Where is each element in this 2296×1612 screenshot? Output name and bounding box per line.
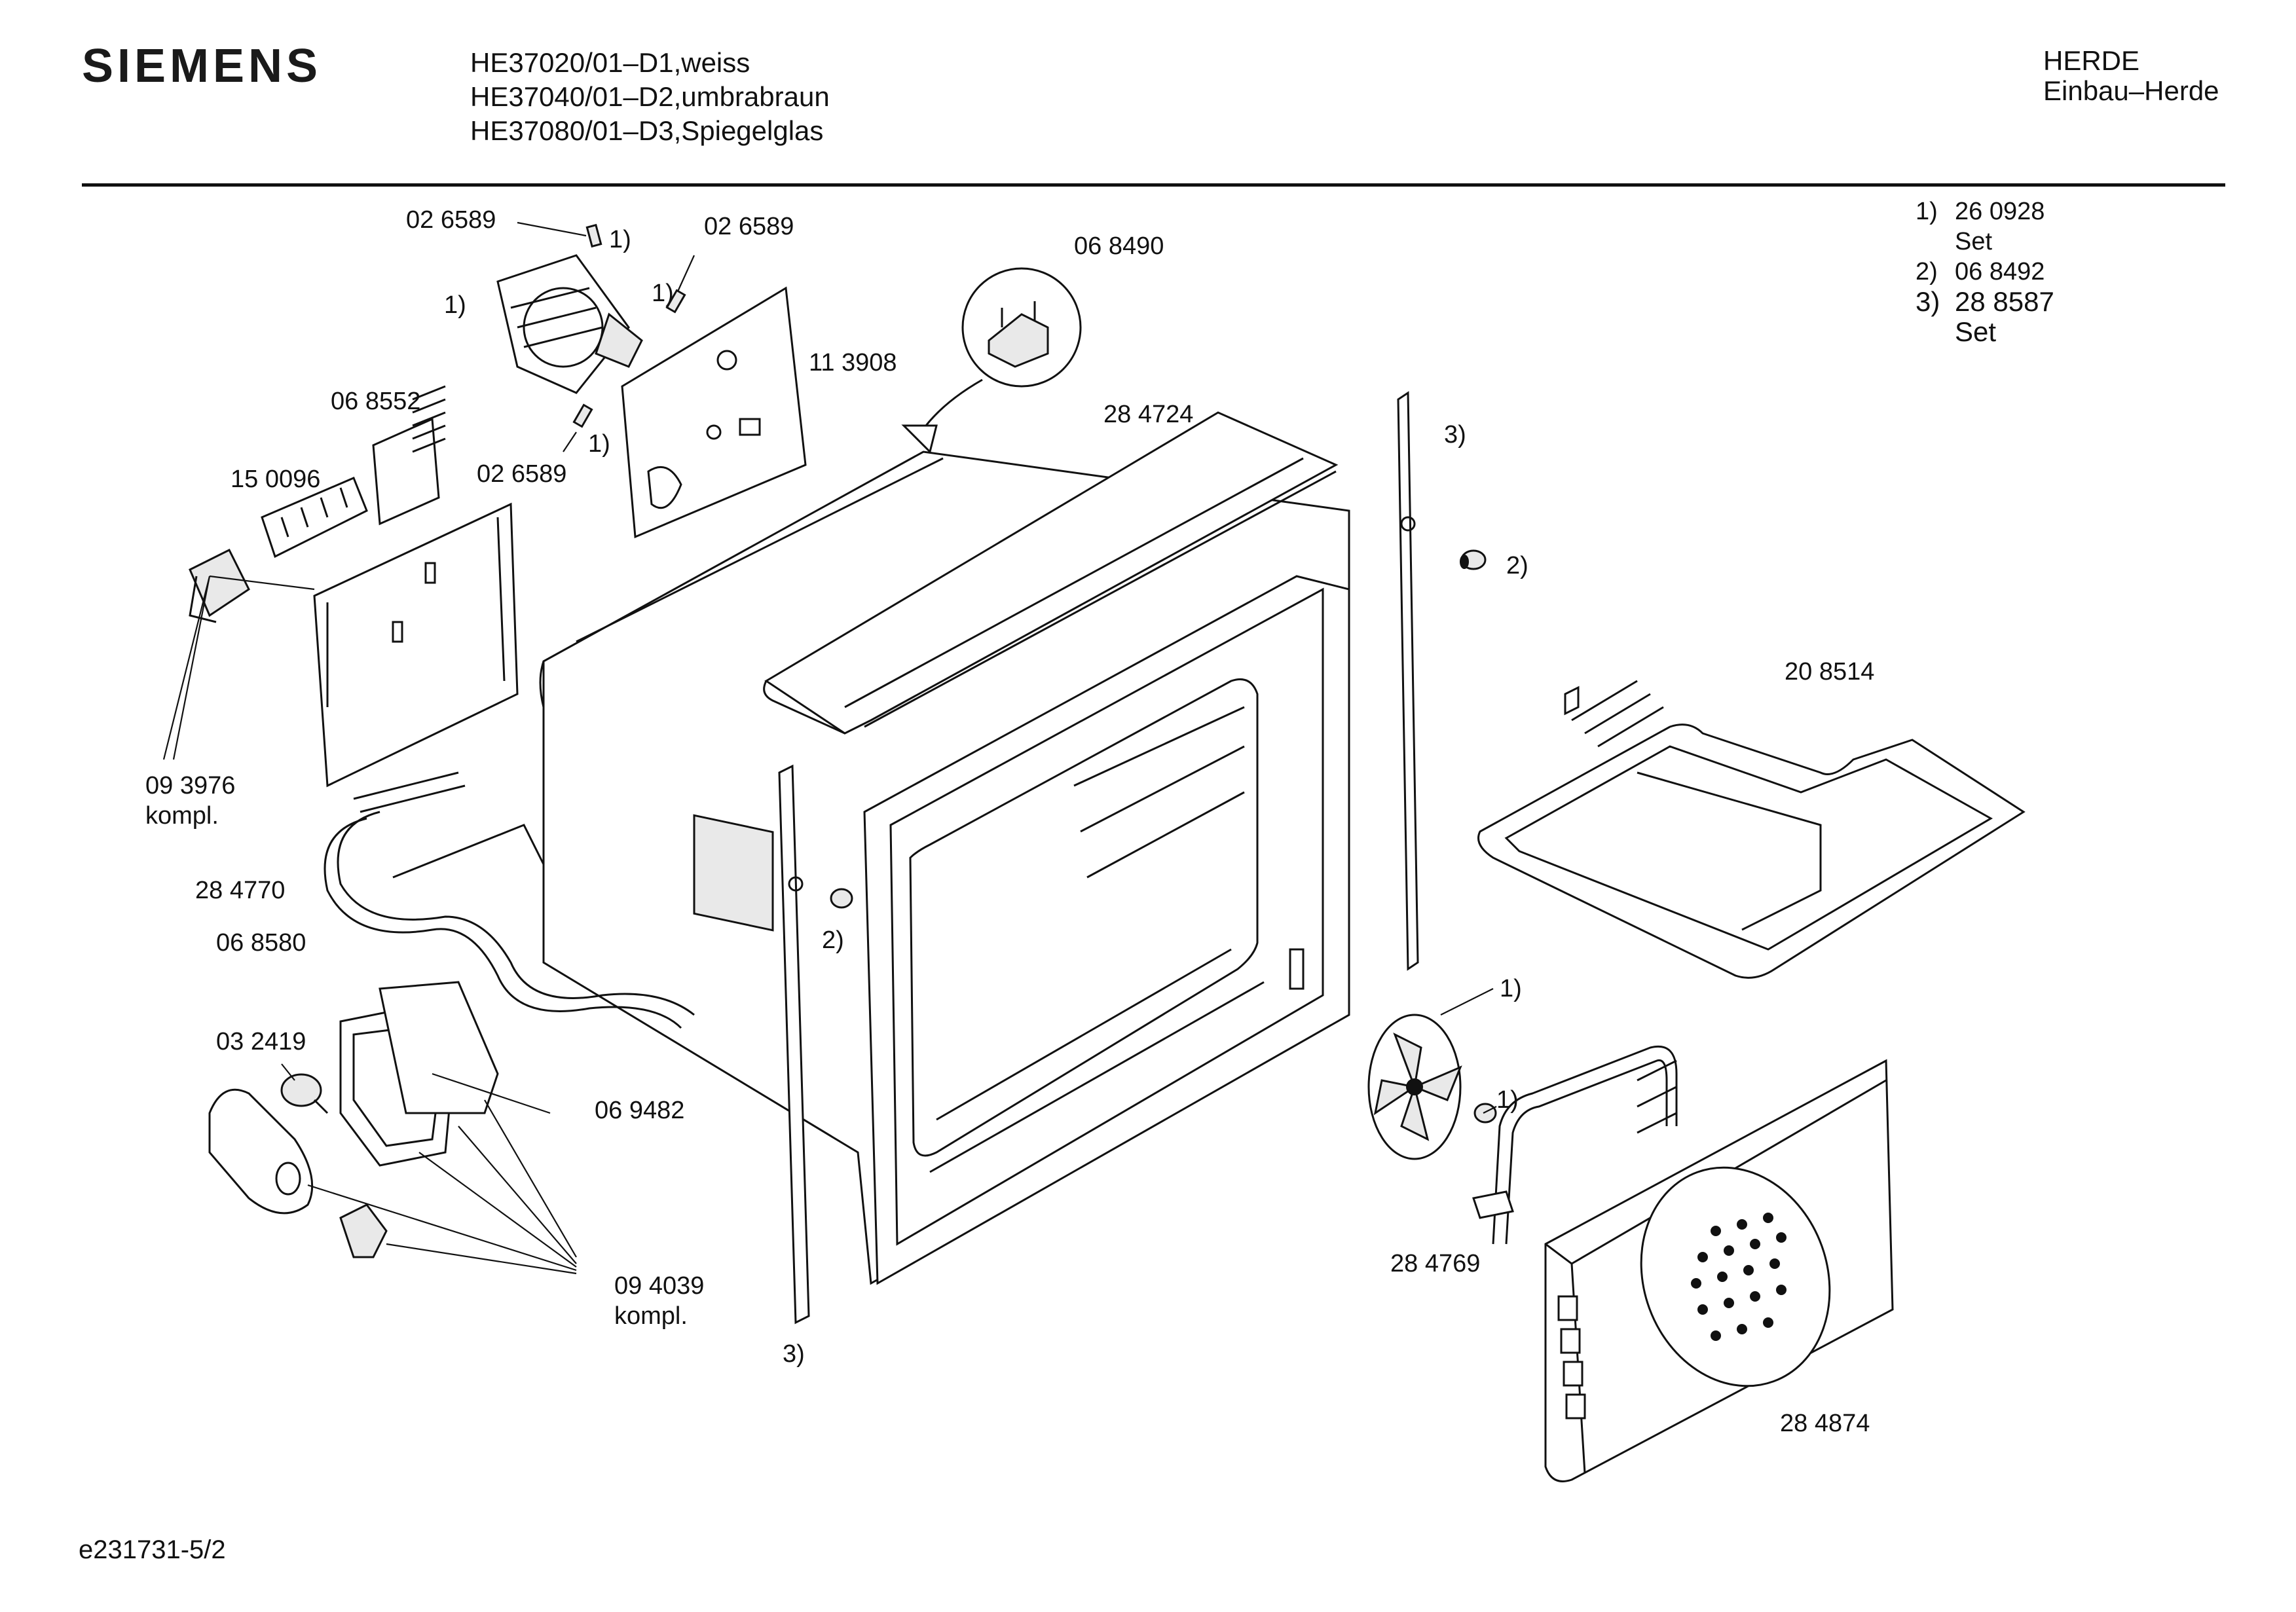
callout-note-1: 1) (1496, 1086, 1519, 1114)
grill-element (1477, 680, 2026, 979)
callout-284770: 28 4770 (195, 877, 285, 904)
callout-note-2: 2) (1506, 552, 1528, 579)
top-cover-strip (763, 411, 1339, 735)
oven-door-opening (909, 678, 1259, 1157)
callout-208514: 20 8514 (1785, 658, 1874, 686)
switch-part (189, 548, 250, 623)
footnote-number: 3) (1916, 286, 1940, 317)
callout-026589: 02 6589 (704, 213, 794, 240)
callout-068580: 06 8580 (216, 929, 306, 957)
callout-026589: 02 6589 (477, 460, 566, 488)
callout-284769: 28 4769 (1390, 1250, 1480, 1277)
callout-kompl: kompl. (145, 802, 219, 830)
callout-068552: 06 8552 (331, 388, 420, 415)
knob-part (830, 549, 1487, 909)
thermostat-detail-circle (901, 267, 1082, 454)
callout-note-1: 1) (588, 430, 610, 458)
side-rail-left (778, 764, 810, 1325)
lamp-socket (339, 1203, 388, 1258)
callout-note-1: 1) (652, 280, 674, 307)
category-line: HERDE (2043, 45, 2140, 76)
ring-heating-element (1472, 1046, 1678, 1245)
callout-150096: 15 0096 (231, 466, 320, 493)
terminal-block (261, 477, 368, 559)
callout-note-1: 1) (609, 226, 631, 253)
callout-labels: 02 6589 1) 02 6589 1) 1) 06 8490 11 3908… (145, 206, 1874, 1437)
control-frame (313, 502, 519, 788)
lamp-cover (208, 1088, 314, 1215)
fan-motor-top (496, 254, 643, 394)
oven-body (539, 450, 1350, 1285)
category-line: Einbau–Herde (2043, 75, 2219, 106)
relay-plate (372, 385, 446, 526)
diagram-code: e231731-5/2 (79, 1535, 226, 1564)
callout-284874: 28 4874 (1780, 1410, 1870, 1437)
callout-093976: 09 3976 (145, 772, 235, 799)
callout-note-3: 3) (783, 1340, 805, 1368)
lower-heating-element (324, 771, 695, 1029)
side-rail-right (1397, 391, 1419, 971)
lamp-frame (339, 981, 499, 1167)
leader-lines (162, 221, 1497, 1275)
model-line: HE37080/01–D3,Spiegelglas (470, 115, 824, 146)
callout-kompl: kompl. (614, 1302, 688, 1330)
callout-284724: 28 4724 (1103, 401, 1193, 428)
callout-note-1: 1) (1500, 975, 1522, 1002)
fan-cover-grille (1640, 1166, 1831, 1387)
brand-logo: SIEMENS (82, 40, 322, 92)
footnote-number: 2) (1916, 258, 1938, 285)
callout-113908: 11 3908 (809, 349, 897, 376)
callout-note-3: 3) (1444, 421, 1466, 449)
model-list: HE37020/01–D1,weiss HE37040/01–D2,umbrab… (470, 46, 830, 148)
callout-068490: 06 8490 (1074, 232, 1164, 260)
footnote-2: 2) 06 8492 (1916, 257, 2054, 287)
callout-note-2: 2) (822, 926, 844, 954)
rear-panel (621, 286, 807, 539)
callout-069482: 06 9482 (595, 1097, 684, 1124)
model-line: HE37020/01–D1,weiss (470, 47, 750, 78)
nut-part (1473, 1103, 1497, 1124)
footnote-number: 1) (1916, 198, 1938, 225)
oven-side-window (693, 814, 774, 932)
header-rule (82, 183, 2225, 187)
footnote-text: 06 8492 (1955, 258, 2045, 285)
callout-026589: 02 6589 (406, 206, 496, 234)
grille-holes (1691, 1213, 1787, 1341)
callout-note-1: 1) (444, 291, 466, 319)
callout-094039: 09 4039 (614, 1272, 704, 1300)
fan-wheel (1367, 1014, 1462, 1160)
model-line: HE37040/01–D2,umbrabraun (470, 81, 830, 112)
door-hinge-slot (1289, 948, 1305, 990)
lamp-bulb (280, 1073, 329, 1114)
callout-032419: 03 2419 (216, 1028, 306, 1055)
clip-part (572, 223, 686, 428)
fan-cover (1544, 1059, 1894, 1482)
category-label: HERDE Einbau–Herde (2043, 46, 2219, 106)
